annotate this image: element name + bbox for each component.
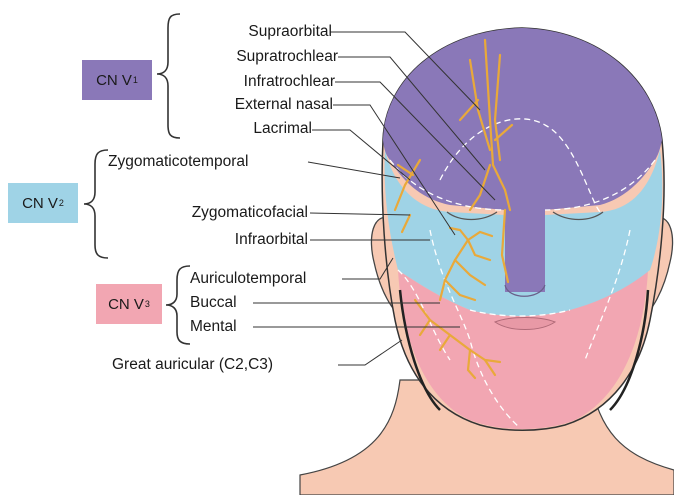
jaw-line <box>398 289 441 411</box>
region-v2 <box>384 150 663 316</box>
dermatome-boundaries <box>389 118 656 429</box>
label-external-nasal: External nasal <box>234 96 333 113</box>
label-zygomaticotemporal: Zygomaticotemporal <box>108 153 249 170</box>
eye-right <box>552 211 604 221</box>
cn-v3-prefix: CN V <box>108 295 144 313</box>
label-supraorbital: Supraorbital <box>248 23 332 40</box>
label-infratrochlear: Infratrochlear <box>243 73 335 90</box>
cn-v1-prefix: CN V <box>96 71 132 89</box>
jaw-line-right <box>609 289 650 411</box>
label-lacrimal: Lacrimal <box>253 120 312 137</box>
label-great-auricular: Great auricular (C2,C3) <box>112 356 274 373</box>
label-supratrochlear: Supratrochlear <box>236 48 338 65</box>
nose <box>504 284 546 297</box>
cn-v2-prefix: CN V <box>22 194 58 212</box>
label-zygomaticofacial: Zygomaticofacial <box>191 204 308 221</box>
label-auriculotemporal: Auriculotemporal <box>190 270 307 287</box>
mouth <box>493 317 557 330</box>
label-mental: Mental <box>190 318 237 335</box>
region-v3 <box>398 270 648 429</box>
cn-v1-sub: 1 <box>132 75 138 85</box>
cn-v2-sub: 2 <box>58 198 64 208</box>
cn-v3-sub: 3 <box>144 299 150 309</box>
label-infraorbital: Infraorbital <box>234 231 308 248</box>
label-buccal: Buccal <box>190 294 237 311</box>
